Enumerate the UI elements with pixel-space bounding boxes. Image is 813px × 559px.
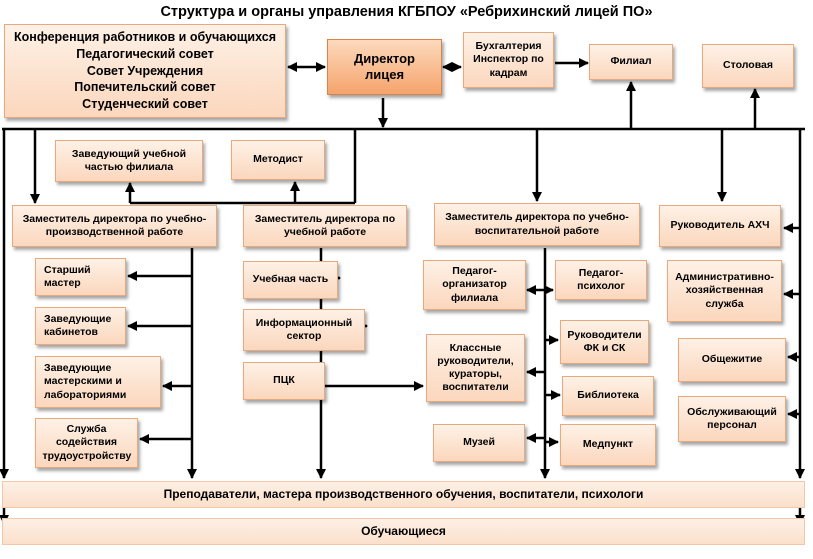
head-workshops-label: Заведующие мастерскими и лабораториями	[44, 362, 127, 401]
pck-label: ПЦК	[273, 374, 295, 387]
pck-box: ПЦК	[243, 362, 325, 400]
chart-title: Структура и органы управления КГБПОУ «Ре…	[160, 4, 653, 20]
employment-service-box: Служба содействия трудоустройству	[35, 418, 138, 468]
council-line: Педагогический совет	[76, 46, 214, 61]
deputy-study-label: Заместитель директора по учебной работе	[254, 212, 396, 238]
head-workshops-box: Заведующие мастерскими и лабораториями	[35, 356, 161, 408]
library-box: Библиотека	[562, 376, 654, 416]
head-branch-study-box: Заведующий учебной частью филиала	[55, 140, 203, 182]
head-cabinets-label: Заведующие кабинетов	[44, 312, 112, 338]
class-teachers-box: Классные руководители, кураторы, воспита…	[426, 334, 525, 402]
study-office-label: Учебная часть	[252, 273, 329, 286]
pedagogue-psychologist-label: Педагог-психолог	[577, 266, 625, 292]
pe-heads-box: Руководители ФК и СК	[560, 320, 649, 364]
employment-service-label: Служба содействия трудоустройству	[42, 423, 132, 462]
pedagogue-psychologist-box: Педагог-психолог	[555, 260, 647, 300]
director-label: Директор лицея	[353, 50, 415, 82]
senior-master-label: Старший мастер	[44, 263, 91, 289]
deputy-education-label: Заместитель директора по учебно-воспитат…	[445, 211, 629, 237]
pedagogue-organizer-box: Педагог-организатор филиала	[423, 260, 526, 310]
class-teachers-label: Классные руководители, кураторы, воспита…	[437, 341, 514, 394]
canteen-box: Столовая	[702, 44, 794, 88]
council-line: Попечительский совет	[74, 80, 216, 95]
branch-box: Филиал	[589, 44, 673, 80]
dormitory-box: Общежитие	[678, 338, 786, 382]
medical-label: Медпункт	[582, 438, 634, 451]
medical-box: Медпункт	[560, 424, 656, 466]
director-box: Директор лицея	[327, 39, 442, 95]
methodist-label: Методист	[253, 153, 303, 166]
students-bar: Обучающиеся	[2, 518, 805, 545]
branch-label: Филиал	[610, 55, 652, 68]
council-line: Конференция работников и обучающихся	[14, 29, 276, 44]
info-sector-box: Информационный сектор	[243, 309, 365, 351]
study-office-box: Учебная часть	[243, 261, 338, 299]
head-cabinets-box: Заведующие кабинетов	[35, 307, 126, 345]
students-bar-label: Обучающиеся	[361, 524, 446, 538]
teachers-bar-label: Преподаватели, мастера производственного…	[163, 487, 644, 501]
info-sector-label: Информационный сектор	[255, 316, 353, 342]
library-label: Библиотека	[577, 389, 639, 402]
teachers-bar: Преподаватели, мастера производственного…	[2, 481, 805, 508]
admin-service-label: Административно-хозяйственная служба	[675, 271, 774, 310]
museum-label: Музей	[463, 436, 495, 449]
dormitory-label: Общежитие	[701, 353, 763, 366]
deputy-production-label: Заместитель директора по учебно-производ…	[22, 212, 207, 238]
deputy-education-box: Заместитель директора по учебно-воспитат…	[434, 203, 640, 246]
pedagogue-organizer-label: Педагог-организатор филиала	[442, 265, 507, 304]
service-staff-label: Обслуживающий персонал	[687, 405, 777, 431]
council-line: Студенческий совет	[82, 97, 208, 112]
museum-box: Музей	[433, 424, 525, 462]
accounting-label: Бухгалтерия Инспектор по кадрам	[473, 40, 544, 79]
council-line: Совет Учреждения	[86, 63, 204, 78]
deputy-production-box: Заместитель директора по учебно-производ…	[12, 205, 217, 247]
canteen-label: Столовая	[723, 59, 773, 72]
pe-heads-label: Руководители ФК и СК	[567, 328, 642, 354]
methodist-box: Методист	[231, 140, 325, 180]
head-branch-study-label: Заведующий учебной частью филиала	[71, 147, 187, 173]
deputy-study-box: Заместитель директора по учебной работе	[243, 205, 407, 247]
service-staff-box: Обслуживающий персонал	[678, 396, 786, 442]
accounting-box: Бухгалтерия Инспектор по кадрам	[463, 32, 554, 88]
head-ahch-label: Руководитель АХЧ	[670, 219, 770, 232]
council-box: Конференция работников и обучающихся Пед…	[4, 24, 286, 118]
senior-master-box: Старший мастер	[35, 258, 126, 296]
head-ahch-box: Руководитель АХЧ	[659, 205, 781, 247]
admin-service-box: Административно-хозяйственная служба	[667, 260, 782, 322]
